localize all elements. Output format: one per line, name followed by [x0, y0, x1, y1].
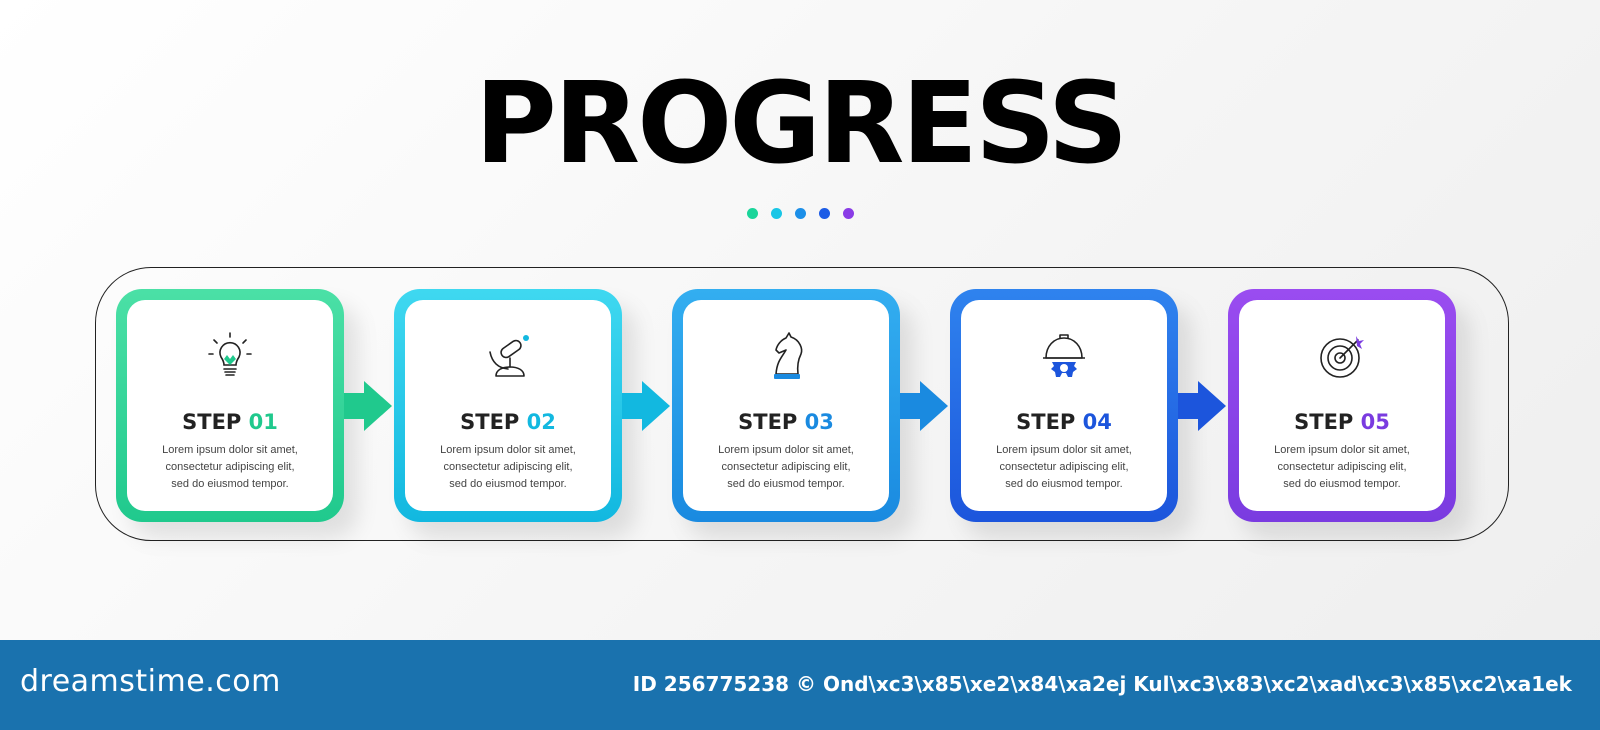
step-description-text: Lorem ipsum dolor sit amet, consectetur … — [162, 444, 298, 490]
brand-logo: dreamstime.com — [20, 664, 281, 699]
dot — [746, 208, 758, 219]
target-arrow-icon — [1320, 336, 1364, 378]
card-body: STEP 05 Lorem ipsum dolor sit amet, cons… — [1239, 300, 1445, 511]
step-description-text: Lorem ipsum dolor sit amet, consectetur … — [1274, 444, 1410, 490]
step-description: Lorem ipsum dolor sit amet, consectetur … — [687, 442, 885, 493]
step-card-03: STEP 03 Lorem ipsum dolor sit amet, cons… — [672, 289, 900, 522]
card-body: STEP 03 Lorem ipsum dolor sit amet, cons… — [683, 300, 889, 511]
engineer-helmet-icon — [1043, 334, 1085, 377]
step-description: Lorem ipsum dolor sit amet, consectetur … — [1243, 442, 1441, 493]
step-card-02: STEP 02 Lorem ipsum dolor sit amet, cons… — [394, 289, 622, 522]
step-description-text: Lorem ipsum dolor sit amet, consectetur … — [718, 444, 854, 490]
footer-bar: dreamstime.com ID 256775238 © Ond\xc3\x8… — [0, 640, 1600, 730]
step-word: STEP — [182, 410, 242, 434]
step-word: STEP — [460, 410, 520, 434]
step-description: Lorem ipsum dolor sit amet, consectetur … — [965, 442, 1163, 493]
step-label: STEP 05 — [1239, 410, 1445, 434]
card-body: STEP 02 Lorem ipsum dolor sit amet, cons… — [405, 300, 611, 511]
step-word: STEP — [738, 410, 798, 434]
step-card-01: STEP 01 Lorem ipsum dolor sit amet, cons… — [116, 289, 344, 522]
step-number: 03 — [804, 410, 834, 434]
step-word: STEP — [1016, 410, 1076, 434]
step-description-text: Lorem ipsum dolor sit amet, consectetur … — [440, 444, 576, 490]
step-label: STEP 03 — [683, 410, 889, 434]
step-label: STEP 02 — [405, 410, 611, 434]
connector-arrow-icon — [1178, 381, 1226, 431]
step-number: 01 — [248, 410, 278, 434]
step-number: 04 — [1082, 410, 1112, 434]
steps-frame — [95, 267, 1509, 541]
connector-arrow-icon — [344, 381, 392, 431]
step-description: Lorem ipsum dolor sit amet, consectetur … — [409, 442, 607, 493]
page-title: PROGRESS — [474, 59, 1129, 189]
step-word: STEP — [1294, 410, 1354, 434]
connector-arrow-icon — [900, 381, 948, 431]
dot — [794, 208, 806, 219]
image-credit: ID 256775238 © Ond\xc3\x85\xe2\x84\xa2ej… — [632, 672, 1572, 696]
lightbulb-icon — [208, 332, 252, 376]
microscope-icon — [489, 335, 529, 377]
card-body: STEP 01 Lorem ipsum dolor sit amet, cons… — [127, 300, 333, 511]
step-description: Lorem ipsum dolor sit amet, consectetur … — [131, 442, 329, 493]
step-number: 02 — [526, 410, 556, 434]
connector-arrow-icon — [622, 381, 670, 431]
step-number: 05 — [1360, 410, 1390, 434]
step-card-05: STEP 05 Lorem ipsum dolor sit amet, cons… — [1228, 289, 1456, 522]
step-card-04: STEP 04 Lorem ipsum dolor sit amet, cons… — [950, 289, 1178, 522]
dot — [842, 208, 854, 219]
dot — [818, 208, 830, 219]
step-description-text: Lorem ipsum dolor sit amet, consectetur … — [996, 444, 1132, 490]
card-body: STEP 04 Lorem ipsum dolor sit amet, cons… — [961, 300, 1167, 511]
dot — [770, 208, 782, 219]
indicator-dots — [0, 208, 1600, 219]
step-label: STEP 04 — [961, 410, 1167, 434]
chess-knight-icon — [774, 332, 803, 379]
step-label: STEP 01 — [127, 410, 333, 434]
